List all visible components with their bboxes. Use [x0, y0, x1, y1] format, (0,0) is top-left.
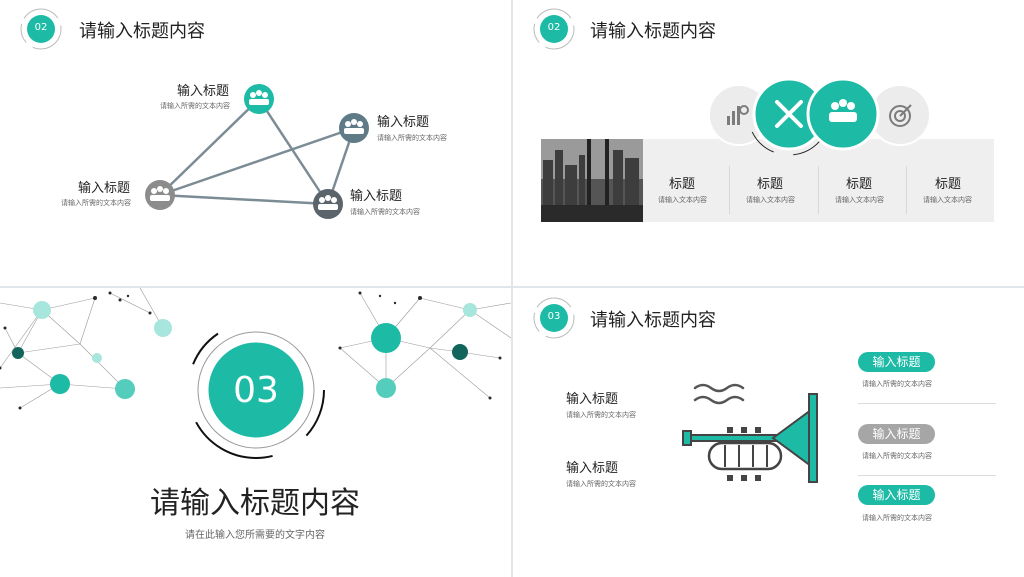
chart-gear-icon — [727, 105, 749, 125]
target-icon — [889, 104, 912, 127]
network-nodes — [145, 84, 369, 219]
section-subtitle: 请在此输入您所需要的文字内容 — [185, 530, 325, 541]
item-title-pill: 输入标题 — [858, 424, 935, 444]
team-icon — [244, 84, 274, 114]
column-desc: 请输入文本内容 — [923, 196, 972, 204]
column-desc: 请输入文本内容 — [658, 196, 707, 204]
city-photo — [541, 139, 643, 222]
node-title: 输入标题 — [377, 115, 430, 130]
team-icon — [313, 189, 343, 219]
column-title: 标题 — [935, 177, 962, 192]
divider — [818, 166, 819, 214]
column-desc: 请输入文本内容 — [746, 196, 795, 204]
item-title-pill: 输入标题 — [858, 485, 935, 505]
slide-trumpet[interactable]: 03 请输入标题内容 输入标题 请输入所需的文本内容 输入标题 请输入所需的文本… — [513, 288, 1024, 577]
team-icon — [339, 113, 369, 143]
item-title: 输入标题 — [566, 392, 619, 407]
badge-ring-icon — [533, 8, 575, 50]
badge-number: 02 — [547, 22, 561, 33]
column-title: 标题 — [757, 177, 784, 192]
trumpet-icon — [682, 383, 818, 483]
column-title: 标题 — [669, 177, 696, 192]
divider — [729, 166, 730, 214]
node-title: 输入标题 — [350, 189, 403, 204]
node-desc: 请输入所需的文本内容 — [160, 102, 230, 110]
node-desc: 请输入所需的文本内容 — [61, 199, 131, 207]
node-title: 输入标题 — [177, 84, 230, 99]
item-desc: 请输入所需的文本内容 — [566, 480, 636, 488]
badge-number: 02 — [34, 22, 48, 33]
item-desc: 请输入所需的文本内容 — [566, 411, 636, 419]
divider — [858, 403, 996, 404]
section-title: 请输入标题内容 — [150, 486, 360, 521]
node-desc: 请输入所需的文本内容 — [350, 208, 420, 216]
badge-ring-icon — [20, 8, 62, 50]
slide-network[interactable]: 02 请输入标题内容 输入标题 请输入所需的文本内容 输入标题 — [0, 0, 511, 286]
item-desc: 请输入所需的文本内容 — [862, 514, 932, 522]
node-title: 输入标题 — [78, 181, 131, 196]
slide-title: 请输入标题内容 — [590, 310, 716, 331]
feature-circles — [708, 72, 931, 156]
item-desc: 请输入所需的文本内容 — [862, 452, 932, 460]
section-number: 03 — [233, 370, 279, 411]
item-desc: 请输入所需的文本内容 — [862, 380, 932, 388]
badge-number: 03 — [547, 311, 561, 322]
number-ring-icon — [187, 321, 325, 459]
team-icon — [829, 99, 857, 122]
network-decoration — [0, 288, 511, 410]
slide-photo-columns[interactable]: 02 请输入标题内容 — [513, 0, 1024, 286]
badge-ring-icon — [533, 297, 575, 339]
divider — [858, 475, 996, 476]
item-title-pill: 输入标题 — [858, 352, 935, 372]
column-desc: 请输入文本内容 — [835, 196, 884, 204]
team-icon — [145, 180, 175, 210]
column-title: 标题 — [846, 177, 873, 192]
slide-title: 请输入标题内容 — [590, 21, 716, 42]
item-title: 输入标题 — [566, 461, 619, 476]
slide-title: 请输入标题内容 — [79, 21, 205, 42]
divider — [906, 166, 907, 214]
node-desc: 请输入所需的文本内容 — [377, 134, 447, 142]
tools-icon — [775, 100, 803, 128]
slide-section-divider[interactable]: 03 请输入标题内容 请在此输入您所需要的文字内容 — [0, 288, 511, 577]
